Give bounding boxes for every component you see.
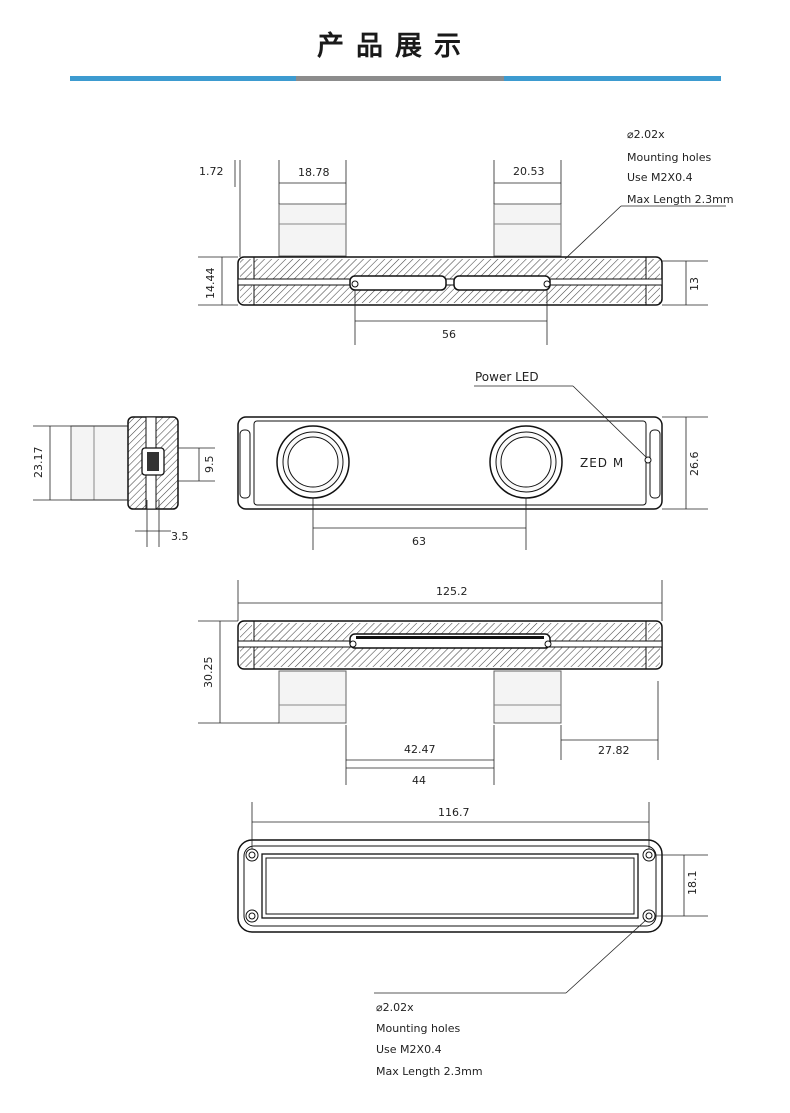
top-note-line-4: Max Length 2.3mm (627, 193, 734, 206)
bottom-left-lens (278, 670, 347, 724)
back-view: 116.7 18.1 ⌀2.02x Mounting holes Use M2X… (237, 802, 708, 1078)
dim-back-x: 116.7 (438, 806, 470, 819)
dim-back-y: 18.1 (686, 871, 699, 896)
back-panel-inner (265, 857, 635, 915)
dim-right-lens: 20.53 (513, 165, 545, 178)
front-left-lens (287, 436, 339, 488)
back-hole-bl-inner (248, 912, 256, 920)
side-view: 23.17 9.5 3.5 (32, 416, 216, 547)
back-note-line-1: ⌀2.02x (376, 1001, 414, 1014)
dim-top-side: 13 (688, 277, 701, 291)
top-seam (237, 278, 663, 286)
dim-bottom-b: 27.82 (598, 744, 630, 757)
dim-top-height: 14.44 (204, 268, 217, 300)
back-note-line-2: Mounting holes (376, 1022, 461, 1035)
page-title: 产品展示 (317, 31, 473, 62)
front-right-lens (500, 436, 552, 488)
back-hole-tl-inner (248, 851, 256, 859)
dim-side-inner: 9.5 (203, 456, 216, 474)
front-side-right (649, 429, 661, 499)
dim-hole-spacing: 56 (442, 328, 456, 341)
zed-logo: ZED M (580, 456, 624, 470)
dim-side-depth: 3.5 (171, 530, 189, 543)
top-hole-right (543, 280, 551, 288)
back-mounting-note: ⌀2.02x Mounting holes Use M2X0.4 Max Len… (376, 1001, 483, 1078)
underline-left (70, 76, 296, 81)
back-hole-tr-inner (645, 851, 653, 859)
front-side-left (239, 429, 251, 499)
side-lens (70, 425, 129, 501)
top-mounting-note: ⌀2.02x Mounting holes Use M2X0.4 Max Len… (627, 128, 734, 206)
front-view: ZED M Power LED 26.6 63 (237, 370, 708, 550)
right-lens-housing (493, 203, 562, 257)
bottom-right-lens (493, 670, 562, 724)
back-hole-br-inner (645, 912, 653, 920)
dim-lens-baseline: 63 (412, 535, 426, 548)
dim-bottom-c: 44 (412, 774, 426, 787)
side-port-inner (147, 452, 159, 471)
dim-front-height: 26.6 (688, 452, 701, 477)
bottom-hole-left (349, 640, 357, 648)
back-note-line-3: Use M2X0.4 (376, 1043, 442, 1056)
bottom-view: 125.2 30.25 42.47 27.82 44 (198, 580, 663, 787)
top-slot-left (349, 275, 447, 291)
dim-offset: 1.72 (199, 165, 224, 178)
top-hole-left (351, 280, 359, 288)
top-note-line-3: Use M2X0.4 (627, 171, 693, 184)
bottom-hole-right (544, 640, 552, 648)
top-note-line-1: ⌀2.02x (627, 128, 665, 141)
back-note-line-4: Max Length 2.3mm (376, 1065, 483, 1078)
underline-middle (296, 76, 504, 81)
top-view: 1.72 18.78 20.53 14.44 13 56 ⌀2.02x Moun… (198, 128, 734, 345)
underline-right (504, 76, 721, 81)
top-slot-right (453, 275, 551, 291)
dim-bottom-a: 42.47 (404, 743, 436, 756)
dim-bottom-height: 30.25 (202, 657, 215, 689)
dim-left-lens: 18.78 (298, 166, 330, 179)
dim-side-height: 23.17 (32, 447, 45, 479)
title-underline (70, 76, 721, 81)
dim-length: 125.2 (436, 585, 468, 598)
bottom-slot-dark (356, 636, 544, 639)
power-led (644, 456, 652, 464)
left-lens-housing (278, 203, 347, 257)
power-led-label: Power LED (475, 370, 539, 384)
top-note-line-2: Mounting holes (627, 151, 712, 164)
